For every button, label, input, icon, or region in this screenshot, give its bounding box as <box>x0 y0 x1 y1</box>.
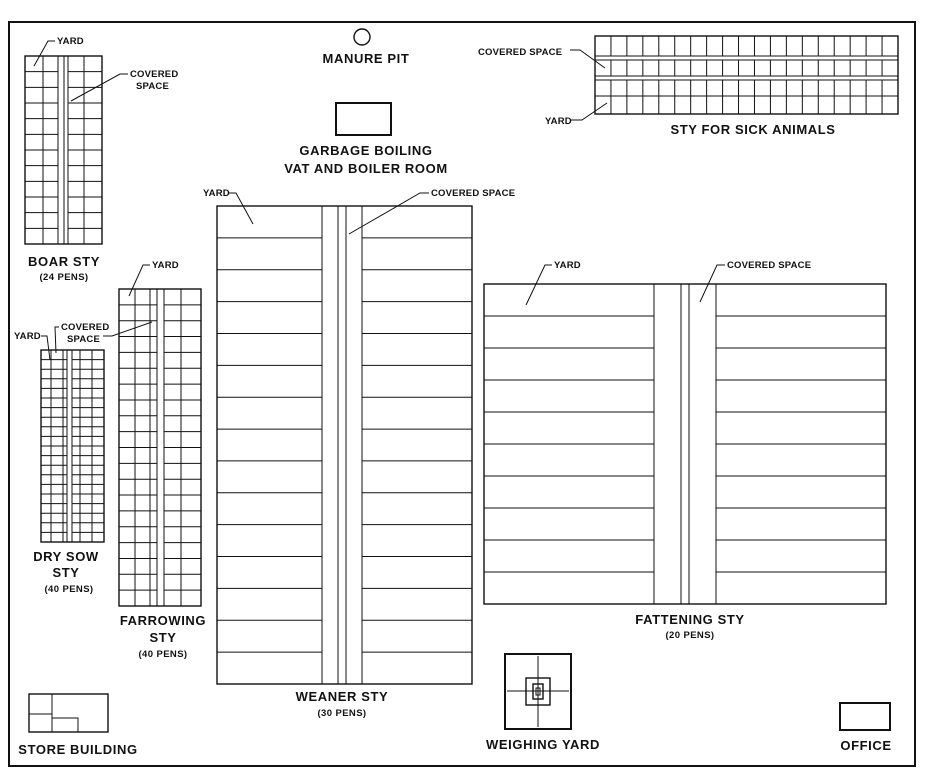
fattening-yard-callout: YARD <box>554 260 581 271</box>
fattening-sty-pens: (20 PENS) <box>665 630 714 641</box>
manure-pit-label: MANURE PIT <box>323 51 410 66</box>
sick-animals-sty: STY FOR SICK ANIMALS COVERED SPACE YARD <box>478 35 899 137</box>
drysow-sty-title-1: DRY SOW <box>33 549 99 564</box>
farrowing-sty: FARROWING STY (40 PENS) YARD <box>103 260 206 660</box>
boar-sty: BOAR STY (24 PENS) YARD COVERED SPACE <box>24 36 178 283</box>
office-label: OFFICE <box>840 738 891 753</box>
weaner-covered-callout: COVERED SPACE <box>431 188 515 199</box>
drysow-covered-callout-1: COVERED <box>61 322 109 333</box>
drysow-yard-callout: YARD <box>14 331 41 342</box>
weaner-sty: WEANER STY (30 PENS) YARD COVERED SPACE <box>203 188 515 719</box>
boar-sty-title: BOAR STY <box>28 254 100 269</box>
weaner-sty-pens: (30 PENS) <box>317 708 366 719</box>
site-boundary <box>8 21 916 767</box>
weighing-yard-label: WEIGHING YARD <box>486 737 600 752</box>
store-building-label: STORE BUILDING <box>18 742 137 757</box>
weaner-sty-title: WEANER STY <box>296 689 389 704</box>
drysow-sty-title-2: STY <box>52 565 79 580</box>
sick-covered-callout: COVERED SPACE <box>478 47 562 58</box>
drysow-sty-pens: (40 PENS) <box>44 584 93 595</box>
boar-yard-callout: YARD <box>57 36 84 47</box>
fattening-covered-callout: COVERED SPACE <box>727 260 811 271</box>
office: OFFICE <box>839 702 891 753</box>
store-building: STORE BUILDING <box>18 693 137 757</box>
dry-sow-sty: DRY SOW STY (40 PENS) YARD COVERED SPACE <box>14 322 109 595</box>
garbage-boiling-vat: GARBAGE BOILING VAT AND BOILER ROOM <box>284 102 448 176</box>
farrowing-sty-title-2: STY <box>149 630 176 645</box>
boar-sty-pens: (24 PENS) <box>39 272 88 283</box>
boar-covered-callout-1: COVERED <box>130 69 178 80</box>
sick-yard-callout: YARD <box>545 116 572 127</box>
sick-sty-title: STY FOR SICK ANIMALS <box>670 122 835 137</box>
manure-pit: MANURE PIT <box>323 28 410 66</box>
farrowing-sty-title-1: FARROWING <box>120 613 206 628</box>
weighing-yard: WEIGHING YARD <box>486 653 600 752</box>
farrowing-sty-pens: (40 PENS) <box>138 649 187 660</box>
garbage-label-line1: GARBAGE BOILING <box>299 143 432 158</box>
farrowing-yard-callout: YARD <box>152 260 179 271</box>
garbage-label-line2: VAT AND BOILER ROOM <box>284 161 448 176</box>
weaner-yard-callout: YARD <box>203 188 230 199</box>
boar-covered-callout-2: SPACE <box>136 81 169 92</box>
fattening-sty: FATTENING STY (20 PENS) YARD COVERED SPA… <box>483 260 887 641</box>
fattening-sty-title: FATTENING STY <box>635 612 744 627</box>
drysow-covered-callout-2: SPACE <box>67 334 100 345</box>
